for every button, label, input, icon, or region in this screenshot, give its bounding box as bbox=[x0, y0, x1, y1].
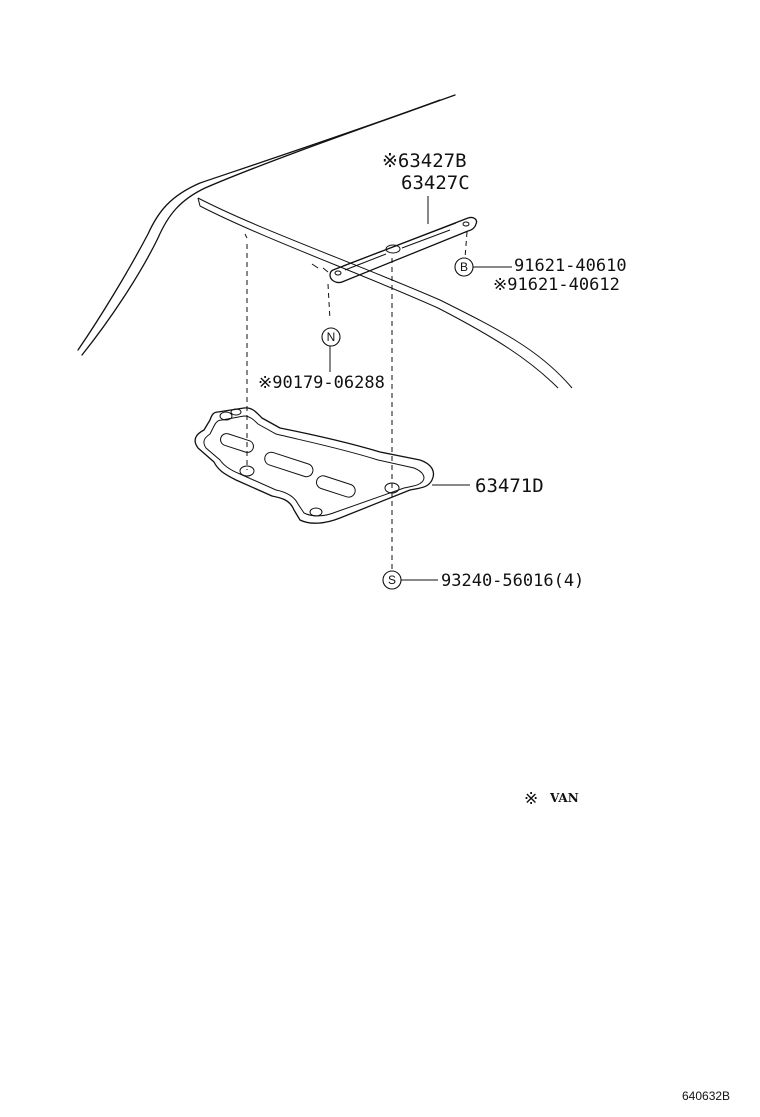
roof-marks bbox=[244, 233, 329, 273]
diagram-code: 640632B bbox=[682, 1089, 730, 1103]
callout-93240-56016: 93240-56016(4) bbox=[441, 571, 584, 591]
callout-91621-40610: 91621-40610 bbox=[514, 256, 627, 276]
legend-text: VAN bbox=[549, 791, 579, 805]
legend: ※ VAN bbox=[524, 789, 579, 809]
roof-outline bbox=[77, 94, 573, 389]
marker-s: S bbox=[382, 570, 402, 590]
inner-panel-part bbox=[194, 407, 435, 524]
roof-rail-part bbox=[329, 216, 478, 284]
legend-symbol: ※ bbox=[524, 789, 538, 809]
callout-63427c: 63427C bbox=[401, 172, 470, 194]
svg-text:B: B bbox=[460, 260, 468, 274]
guide-lines bbox=[246, 231, 468, 572]
svg-text:S: S bbox=[388, 573, 396, 587]
callout-90179-06288: ※90179-06288 bbox=[258, 373, 385, 393]
callout-63427b: ※63427B bbox=[382, 150, 467, 172]
leader-lines bbox=[329, 196, 512, 581]
marker-n: N bbox=[321, 327, 341, 347]
marker-b: B bbox=[454, 257, 474, 277]
callout-91621-40612: ※91621-40612 bbox=[493, 275, 620, 295]
callout-63471d: 63471D bbox=[475, 475, 544, 497]
svg-text:N: N bbox=[327, 330, 336, 344]
